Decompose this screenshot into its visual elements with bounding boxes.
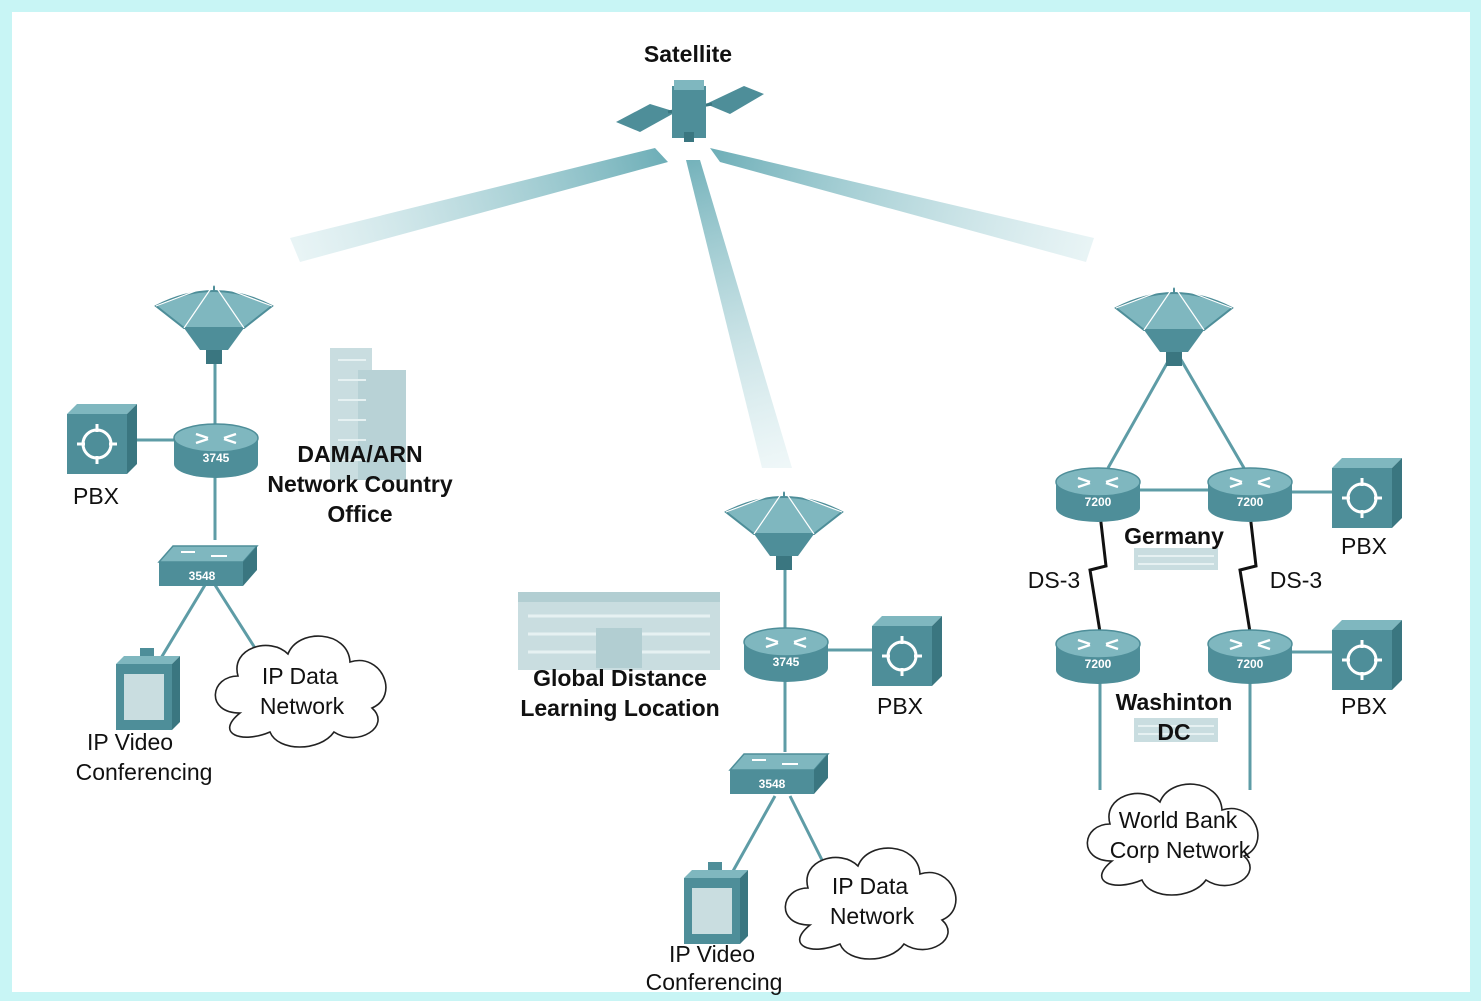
pbx-icon: [1330, 456, 1404, 530]
office-building-icon: [330, 348, 406, 480]
ds3-link-left: [1088, 513, 1108, 633]
label-worldbank-line2: Corp Network: [1110, 837, 1251, 863]
label-ds3-right: DS-3: [1270, 567, 1322, 593]
label-pbx: PBX: [73, 483, 119, 509]
switch-number: 3548: [189, 569, 216, 583]
dc-building-icon: [1134, 718, 1218, 742]
label-dc-line1: Washinton: [1116, 689, 1233, 715]
satellite-icon: [616, 80, 764, 142]
label-germany: Germany: [1124, 523, 1224, 549]
label-pbx: PBX: [877, 693, 923, 719]
link-switch-video-center: [726, 795, 777, 881]
label-learning-line1: Global Distance: [533, 665, 707, 691]
label-cloud-line1: IP Data: [262, 663, 338, 689]
pbx-icon: [870, 614, 944, 688]
satellite-dish-icon: [1115, 285, 1233, 367]
label-dc-line2: DC: [1157, 719, 1190, 745]
label-video-line1: IP Video: [669, 941, 755, 967]
router-number: 7200: [1085, 495, 1112, 509]
label-office-line2: Network Country: [267, 471, 453, 497]
router-number: 7200: [1085, 657, 1112, 671]
label-pbx: PBX: [1341, 693, 1387, 719]
satellite-beam-left: [290, 148, 668, 262]
link-switch-video-left: [153, 584, 207, 669]
right-site: 7200 7200 7200 7200 Germany DS-3 DS-3 PB…: [1028, 285, 1404, 896]
pbx-icon: [1330, 618, 1404, 692]
label-video-line2: Conferencing: [646, 969, 783, 995]
router-number: 7200: [1237, 657, 1264, 671]
link-switch-cloud-center: [788, 795, 824, 861]
label-video-line2: Conferencing: [76, 759, 213, 785]
satellite-dish-icon: [725, 489, 843, 571]
left-site: 3745 PBX DAMA/ARN Network Country Office…: [65, 283, 453, 785]
label-pbx: PBX: [1341, 533, 1387, 559]
video-terminal-icon: [684, 862, 748, 944]
satellite-dish-icon: [155, 283, 273, 365]
label-learning-line2: Learning Location: [520, 695, 719, 721]
link-dish-router-a: [1106, 357, 1172, 469]
video-terminal-icon: [116, 648, 180, 730]
router-number: 3745: [773, 655, 800, 669]
label-office-line1: DAMA/ARN: [297, 441, 422, 467]
router-number: 3745: [203, 451, 230, 465]
campus-building-icon: [518, 592, 720, 670]
label-video-line1: IP Video: [87, 729, 173, 755]
ds3-link-right: [1238, 513, 1258, 633]
label-cloud-line2: Network: [260, 693, 345, 719]
cloud-icon: [214, 635, 387, 748]
satellite-beam-center: [686, 160, 792, 468]
switch-number: 3548: [759, 777, 786, 791]
pbx-icon: [65, 402, 139, 476]
router-number: 7200: [1237, 495, 1264, 509]
label-cloud-line1: IP Data: [832, 873, 908, 899]
label-cloud-line2: Network: [830, 903, 915, 929]
germany-building-icon: [1134, 548, 1218, 570]
link-switch-cloud-left: [213, 584, 257, 649]
satellite-beam-right: [710, 148, 1094, 262]
label-worldbank-line1: World Bank: [1119, 807, 1238, 833]
center-site: Global Distance Learning Location 3745 P…: [518, 489, 957, 995]
label-satellite: Satellite: [644, 41, 732, 67]
link-dish-router-b: [1178, 357, 1246, 469]
label-office-line3: Office: [327, 501, 392, 527]
label-ds3-left: DS-3: [1028, 567, 1080, 593]
